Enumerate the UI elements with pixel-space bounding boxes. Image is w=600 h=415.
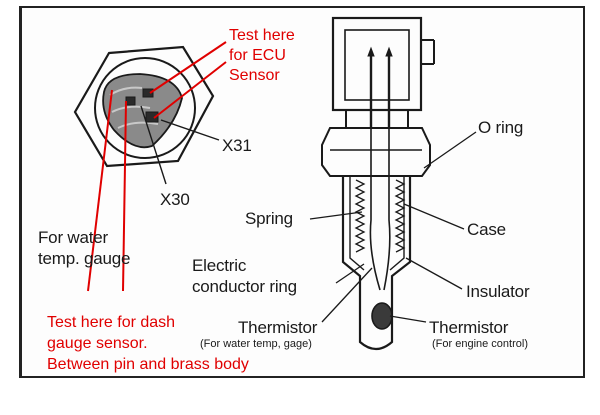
label-insulator: Insulator	[466, 282, 530, 301]
label-electric-2: conductor ring	[192, 277, 297, 296]
label-electric-1: Electric	[192, 256, 247, 275]
label-x30: X30	[160, 190, 190, 209]
connector-outer-ring	[94, 57, 196, 159]
pin-ecu	[142, 88, 154, 98]
hex-nut	[73, 45, 215, 168]
diagram-frame	[19, 6, 585, 378]
spring-left	[354, 179, 366, 253]
label-water-gauge-2: temp. gauge	[38, 249, 131, 268]
annotation-ecu-1: Test here	[229, 27, 295, 44]
annotation-lines	[87, 41, 227, 292]
label-leaders	[309, 131, 477, 323]
annotation-dash-3: Between pin and brass body	[47, 356, 249, 373]
spring-right	[394, 179, 406, 253]
pin-x30	[125, 96, 136, 106]
label-thermistor-right: Thermistor	[429, 318, 509, 337]
springs	[354, 179, 406, 253]
annotation-dash-2: gauge sensor.	[47, 335, 148, 352]
annotation-ecu-2: for ECU	[229, 47, 286, 64]
annotation-ecu-3: Sensor	[229, 67, 280, 84]
pin-x31	[145, 111, 159, 123]
label-o-ring: O ring	[478, 118, 524, 137]
connector-housing	[331, 16, 423, 112]
hex-shoulder	[321, 127, 431, 177]
label-case: Case	[467, 220, 506, 239]
label-x31: X31	[222, 136, 252, 155]
connector-end-view	[73, 45, 220, 185]
sensor-cross-section	[321, 16, 435, 351]
label-thermistor-left: Thermistor	[238, 318, 318, 337]
label-thermistor-right-sub: (For engine control)	[432, 338, 528, 350]
label-thermistor-left-sub: (For water temp, gage)	[200, 338, 312, 350]
label-spring: Spring	[245, 209, 293, 228]
thermistor-bead	[371, 302, 393, 330]
annotation-dash-1: Test here for dash	[47, 314, 176, 331]
label-water-gauge-1: For water	[38, 228, 108, 247]
